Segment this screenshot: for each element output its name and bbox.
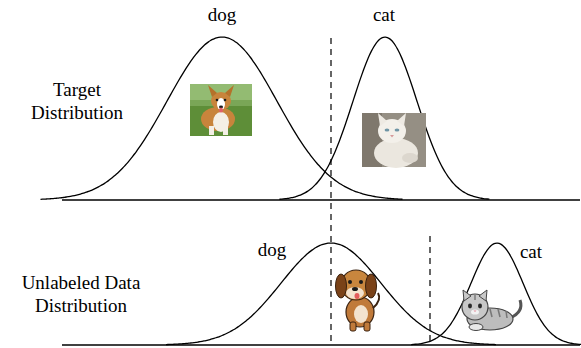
dog-photo-part [216,99,219,102]
dog-photo-part [219,108,223,113]
cartoon-dog-part [359,280,363,284]
class-label: dog [187,3,257,26]
class-label: cat [349,3,419,26]
cat-photo [362,113,426,168]
cartoon-cat-part [471,309,479,314]
cartoon-cat-part [478,304,482,309]
cat-target-curve [279,37,489,199]
row-label: Target Distribution [10,78,144,124]
cartoon-dog-part [366,274,377,298]
cartoon-cat-part [468,304,472,309]
cartoon-dog-part [364,322,370,331]
cartoon-dog-part [352,287,358,291]
cartoon-dog-part [354,305,368,323]
cat-unlabeled-curve [411,243,581,344]
axis-lines-part [62,199,580,200]
cartoon-dog-part [336,274,347,298]
decision-boundary-part [429,236,430,345]
cartoon-cat-part [479,290,487,301]
dog-photo-part [201,107,235,131]
class-label: dog [242,238,302,261]
cat-photo-part [397,113,406,126]
dog-photo [190,84,252,136]
dog-photo-part [209,126,214,135]
dog-photo-part [208,85,217,97]
decision-boundary-part [330,38,331,345]
dog-photo-part [223,126,228,135]
cartoon-cat-part [506,311,507,318]
dog-photo-part [224,99,227,102]
cartoon-cat-part [469,324,483,331]
cat-photo-part [362,113,426,167]
cartoon-cat [462,290,521,331]
cartoon-dog-part [348,280,352,284]
cat-photo-part [390,135,394,138]
cat-photo-part [395,128,400,131]
row-label: Unlabeled Data Distribution [6,271,156,317]
dog-photo-part [225,85,234,97]
axis-lines-part [62,344,580,345]
cat-photo-part [402,153,418,163]
cat-photo-part [374,138,418,168]
cartoon-cat-part [474,311,477,313]
class-label: cat [501,240,561,263]
cartoon-dog-part [355,293,360,299]
cartoon-cat-part [498,309,500,317]
cartoon-cat-part [474,295,475,300]
cat-photo-part [378,113,387,126]
cartoon-dog-part [346,287,364,299]
dog-photo-part [190,84,252,136]
decision-boundary [331,38,430,345]
cartoon-cat-part [463,290,471,301]
cartoon-dog-part [350,322,356,331]
cartoon-dog [336,270,380,331]
cartoon-cat-part [490,309,492,317]
cat-photo-part [385,128,390,131]
